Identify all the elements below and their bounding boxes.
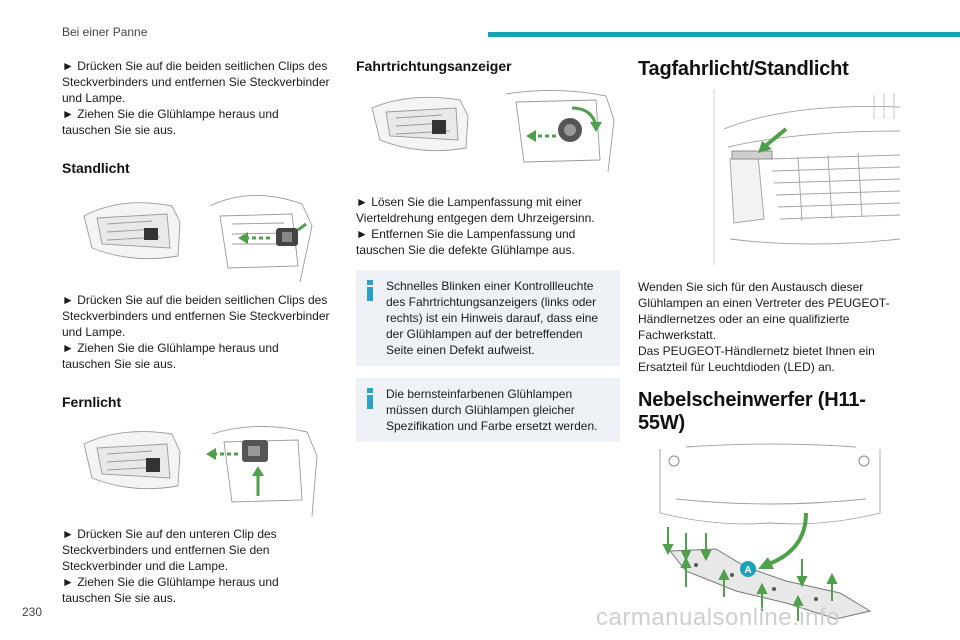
lamp-socket-icon <box>558 118 582 142</box>
note-blinking-text: Schnelles Blinken einer Kontrollleuchte … <box>386 279 599 357</box>
intro-step-2: ► Ziehen Sie die Glühlampe heraus und ta… <box>62 107 279 137</box>
underbody-panel-icon <box>668 548 872 620</box>
callout-a-label: A <box>744 565 751 576</box>
fernlicht-step-1: ► Drücken Sie auf den unteren Clip des S… <box>62 527 277 573</box>
fernlicht-illustration <box>62 420 330 520</box>
info-icon <box>366 280 374 302</box>
standlicht-step-1: ► Drücken Sie auf die beiden seitlichen … <box>62 293 330 339</box>
drl-illustration <box>638 89 901 265</box>
intro-step-1: ► Drücken Sie auf die beiden seitlichen … <box>62 59 330 105</box>
fog-lamp-icon <box>668 455 680 467</box>
drl-text-2: Das PEUGEOT-Händlernetz bietet Ihnen ein… <box>638 344 875 374</box>
column-middle: Fahrtrichtungsanzeiger ► Lösen Sie die L <box>356 58 620 442</box>
column-left: ► Drücken Sie auf die beiden seitlichen … <box>62 58 330 606</box>
callout-a-icon <box>740 561 756 577</box>
screw-arrows-icon <box>662 527 838 621</box>
running-header: Bei einer Panne <box>62 25 148 39</box>
info-note-blinking: Schnelles Blinken einer Kontrollleuchte … <box>356 270 620 366</box>
fog-lamp-icon <box>858 455 870 467</box>
note-amber-text: Die bernsteinfarbenen Glühlampen müssen … <box>386 387 598 433</box>
front-bumper-drl-figure <box>713 89 901 265</box>
pointer-arrow-icon <box>762 127 788 149</box>
watermark: carmanualsonline.info <box>596 604 840 631</box>
heading-tagfahrlicht: Tagfahrlicht/Standlicht <box>638 58 849 80</box>
drl-paragraph: Wenden Sie sich für den Austausch dieser… <box>638 279 900 375</box>
heading-nebelscheinwerfer: Nebelscheinwerfer (H11-55W) <box>638 389 866 434</box>
indicator-illustration <box>356 86 620 174</box>
standlicht-illustration <box>62 186 330 286</box>
drl-text-1: Wenden Sie sich für den Austausch dieser… <box>638 280 890 342</box>
column-right: Tagfahrlicht/Standlicht Wenden Sie sich … <box>638 58 901 623</box>
bulb-icon <box>432 120 446 134</box>
heading-standlicht: Standlicht <box>62 160 130 176</box>
indicator-step-2: ► Entfernen Sie die Lampenfassung und ta… <box>356 227 576 257</box>
header-accent-bar <box>488 32 960 37</box>
headlamp-main-beam-figure <box>83 426 318 517</box>
connector-icon <box>276 228 298 246</box>
bulb-icon <box>146 458 160 472</box>
turn-signal-figure <box>371 89 615 173</box>
headlamp-position-light-figure <box>83 195 313 283</box>
bulb-icon <box>144 228 158 240</box>
info-note-amber: Die bernsteinfarbenen Glühlampen müssen … <box>356 378 620 442</box>
standlicht-step-2: ► Ziehen Sie die Glühlampe heraus und ta… <box>62 341 279 371</box>
page-number: 230 <box>22 605 43 619</box>
connector-icon <box>242 440 268 462</box>
removal-arrow-icon <box>765 512 808 567</box>
foglamp-illustration: A <box>656 443 886 623</box>
heading-fernlicht: Fernlicht <box>62 394 122 410</box>
heading-fahrtrichtungsanzeiger: Fahrtrichtungsanzeiger <box>356 58 512 74</box>
foglamp-underbody-figure: A <box>659 443 881 621</box>
info-icon <box>366 388 374 410</box>
indicator-step-1: ► Lösen Sie die Lampenfassung mit einer … <box>356 195 595 225</box>
drl-strip-icon <box>731 150 773 160</box>
fernlicht-step-2: ► Ziehen Sie die Glühlampe heraus und ta… <box>62 575 279 605</box>
